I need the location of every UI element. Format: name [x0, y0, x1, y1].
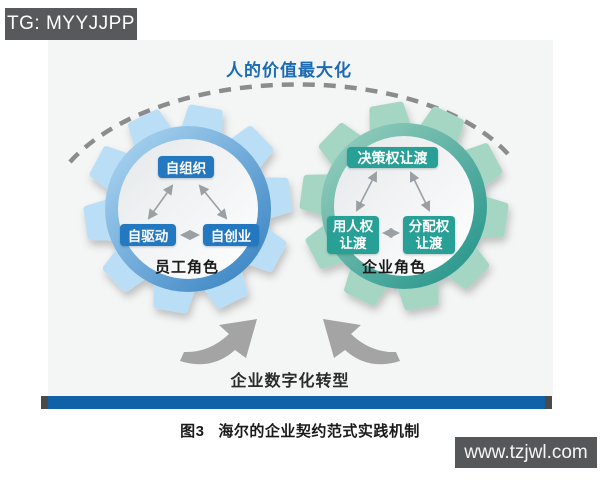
- transformation-arrow-right: [323, 319, 400, 365]
- node-self-entrepreneurship: 自创业: [203, 224, 259, 246]
- enterprise-node-connectors: [356, 171, 431, 239]
- node-self-driven: 自驱动: [120, 224, 176, 246]
- figure-caption-text: 海尔的企业契约范式实践机制: [218, 423, 420, 440]
- node-self-organization: 自组织: [158, 156, 214, 178]
- telegram-watermark: TG: MYYJJPP: [5, 8, 137, 40]
- employee-role-label: 员工角色: [154, 259, 219, 276]
- node-distribution-power-transfer: 分配权让渡: [403, 216, 455, 254]
- figure-number: 图3: [180, 423, 205, 440]
- enterprise-gear: [302, 104, 505, 308]
- transformation-arrow-left: [180, 319, 257, 365]
- value-arc-dashed: [68, 82, 510, 164]
- employee-node-connectors: [147, 184, 228, 241]
- figure-caption: 图3 海尔的企业契约范式实践机制: [0, 420, 600, 441]
- divider-bar: [41, 396, 552, 409]
- employee-gear: [86, 107, 289, 311]
- diagram-title: 人的价值最大化: [226, 61, 352, 80]
- digital-transformation-label: 企业数字化转型: [230, 373, 350, 390]
- node-employment-power-transfer: 用人权让渡: [327, 216, 379, 254]
- site-watermark: www.tzjwl.com: [455, 437, 597, 468]
- node-decision-power-transfer: 决策权让渡: [347, 147, 438, 168]
- enterprise-role-label: 企业角色: [361, 259, 426, 276]
